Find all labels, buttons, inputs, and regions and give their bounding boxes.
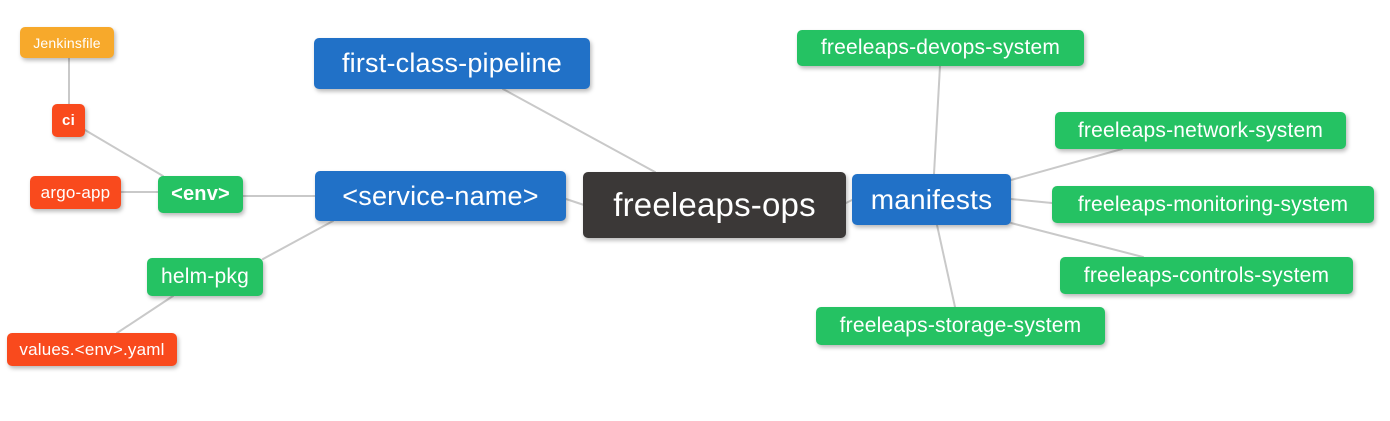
edge-manifests--freeleaps-storage-system [936,224,956,308]
node-freeleaps-monitoring-system[interactable]: freeleaps-monitoring-system [1052,186,1374,223]
node-argo-app[interactable]: argo-app [30,176,121,209]
edge-manifests--freeleaps-network-system [1010,148,1123,181]
edge-helm-pkg--values-env-yaml [116,295,174,334]
edge-ci--env [84,129,164,177]
node-values-env-yaml[interactable]: values.<env>.yaml [7,333,177,366]
node-freeleaps-devops-system[interactable]: freeleaps-devops-system [797,30,1084,66]
edge-first-class-pipeline--freeleaps-ops [502,88,656,173]
edge-service-name--freeleaps-ops [565,198,585,206]
node-freeleaps-ops[interactable]: freeleaps-ops [583,172,846,238]
edge-helm-pkg--service-name [262,220,334,260]
node-service-name[interactable]: <service-name> [315,171,566,221]
node-freeleaps-storage-system[interactable]: freeleaps-storage-system [816,307,1105,345]
edge-manifests--freeleaps-monitoring-system [1010,198,1053,204]
edge-manifests--freeleaps-devops-system [933,65,941,175]
node-helm-pkg[interactable]: helm-pkg [147,258,263,296]
node-env[interactable]: <env> [158,176,243,213]
node-freeleaps-network-system[interactable]: freeleaps-network-system [1055,112,1346,149]
node-first-class-pipeline[interactable]: first-class-pipeline [314,38,590,89]
edge-freeleaps-ops--manifests [845,199,853,204]
edge-manifests--freeleaps-controls-system [1010,222,1144,258]
node-jenkinsfile[interactable]: Jenkinsfile [20,27,114,58]
node-freeleaps-controls-system[interactable]: freeleaps-controls-system [1060,257,1353,294]
node-ci[interactable]: ci [52,104,85,137]
node-manifests[interactable]: manifests [852,174,1011,225]
